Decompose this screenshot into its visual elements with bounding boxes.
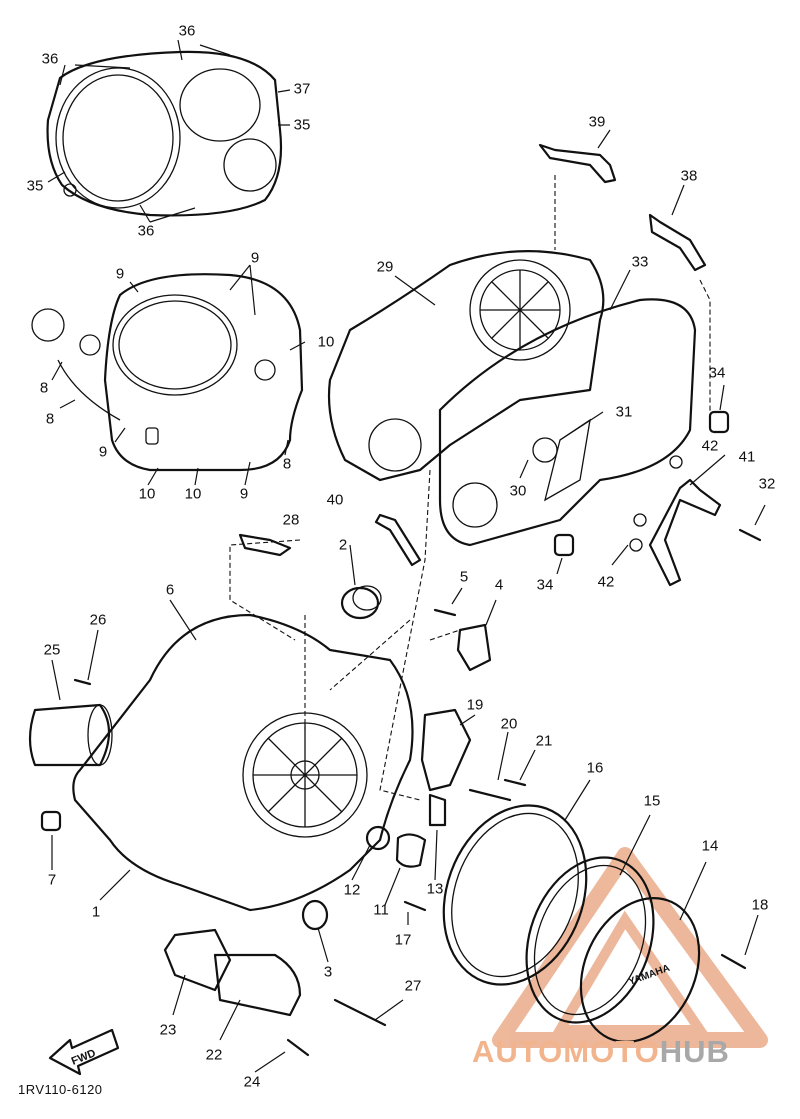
callout-20: 20 [500, 715, 518, 733]
oring-12 [365, 825, 391, 851]
bracket-39 [538, 143, 617, 184]
callout-42a: 42 [701, 437, 719, 455]
callout-41: 41 [738, 448, 756, 466]
watermark: AUTOMOTOHUB [472, 1034, 730, 1070]
callout-13: 13 [426, 880, 444, 898]
cover-plate-19 [420, 708, 472, 792]
callout-31: 31 [615, 403, 633, 421]
callout-37: 37 [293, 80, 311, 98]
outer-clutch-cover [46, 50, 283, 217]
oring-42 [669, 455, 683, 469]
callout-35a: 35 [293, 116, 311, 134]
crankcase-assembly [327, 250, 697, 547]
callout-18: 18 [751, 896, 769, 914]
drawing-code: 1RV110-6120 [18, 1082, 103, 1097]
callout-16: 16 [586, 759, 604, 777]
bushing-3 [301, 899, 329, 931]
plug-11 [395, 833, 427, 868]
callout-10c: 10 [184, 485, 202, 503]
callout-26: 26 [89, 611, 107, 629]
callout-19: 19 [466, 696, 484, 714]
screw-26 [73, 678, 92, 686]
watermark-right: HUB [659, 1034, 730, 1069]
callout-35b: 35 [26, 177, 44, 195]
callout-9a: 9 [115, 265, 125, 283]
callout-10b: 10 [138, 485, 156, 503]
leader-lines [47, 39, 766, 1073]
callout-15: 15 [643, 792, 661, 810]
callout-10a: 10 [317, 333, 335, 351]
callout-36b: 36 [41, 50, 59, 68]
bolt-24 [286, 1038, 310, 1057]
bolt-27 [333, 998, 387, 1027]
dowel-pin-7 [40, 810, 62, 832]
callout-11: 11 [373, 901, 389, 919]
watermark-logo-icon [492, 847, 768, 1048]
callout-2: 2 [338, 536, 348, 554]
bolt-20 [468, 788, 512, 802]
screw-21 [503, 778, 527, 787]
callout-33: 33 [631, 253, 649, 271]
callout-8a: 8 [39, 379, 49, 397]
fwd-label: FWD [70, 1047, 98, 1068]
callout-14: 14 [701, 837, 719, 855]
callout-32: 32 [758, 475, 776, 493]
callout-3: 3 [323, 963, 333, 981]
callout-24: 24 [243, 1073, 261, 1091]
bearing-2 [340, 585, 382, 620]
callout-28: 28 [282, 511, 300, 529]
dowel-pin-34b [553, 533, 575, 557]
cover-15 [525, 856, 655, 1024]
callout-39: 39 [588, 113, 606, 131]
callout-7: 7 [47, 871, 57, 889]
callout-30: 30 [509, 482, 527, 500]
callout-6: 6 [165, 581, 175, 599]
bracket-38 [648, 213, 707, 272]
callout-38: 38 [680, 167, 698, 185]
screw-17 [403, 900, 427, 912]
callout-8b: 8 [45, 410, 55, 428]
starter-assembly-22-23 [163, 928, 302, 1017]
callout-1: 1 [91, 903, 101, 921]
lever-41 [629, 478, 722, 587]
screw-5 [433, 608, 457, 617]
callout-17: 17 [394, 931, 412, 949]
forward-arrow-icon: FWD [48, 1028, 120, 1076]
callout-9b: 9 [250, 249, 260, 267]
callout-34a: 34 [708, 364, 726, 382]
callout-9c: 9 [98, 443, 108, 461]
callout-5: 5 [459, 568, 469, 586]
clip-40 [374, 513, 422, 567]
watermark-left: AUTOMOTO [472, 1034, 660, 1069]
callout-40: 40 [326, 491, 344, 509]
callout-9d: 9 [239, 485, 249, 503]
bolt-32 [738, 528, 762, 542]
callout-34b: 34 [536, 576, 554, 594]
screw-18 [720, 953, 747, 970]
crankcase-cover-right [72, 613, 414, 912]
callout-4: 4 [494, 576, 504, 594]
starter-motor-25 [28, 703, 113, 767]
crankcase-cover-left [31, 273, 304, 472]
callout-42b: 42 [597, 573, 615, 591]
callout-36c: 36 [137, 222, 155, 240]
callout-12: 12 [343, 881, 361, 899]
clip-13 [428, 793, 447, 827]
callout-23: 23 [159, 1021, 177, 1039]
plate-4 [456, 623, 492, 672]
callout-27: 27 [404, 977, 422, 995]
callout-22: 22 [205, 1046, 223, 1064]
dowel-pin-34a [708, 410, 730, 434]
callout-29: 29 [376, 258, 394, 276]
callout-25: 25 [43, 641, 61, 659]
clip-28 [238, 533, 292, 557]
callout-8c: 8 [282, 455, 292, 473]
callout-21: 21 [535, 732, 553, 750]
gasket-16 [442, 804, 588, 986]
callout-36a: 36 [178, 22, 196, 40]
